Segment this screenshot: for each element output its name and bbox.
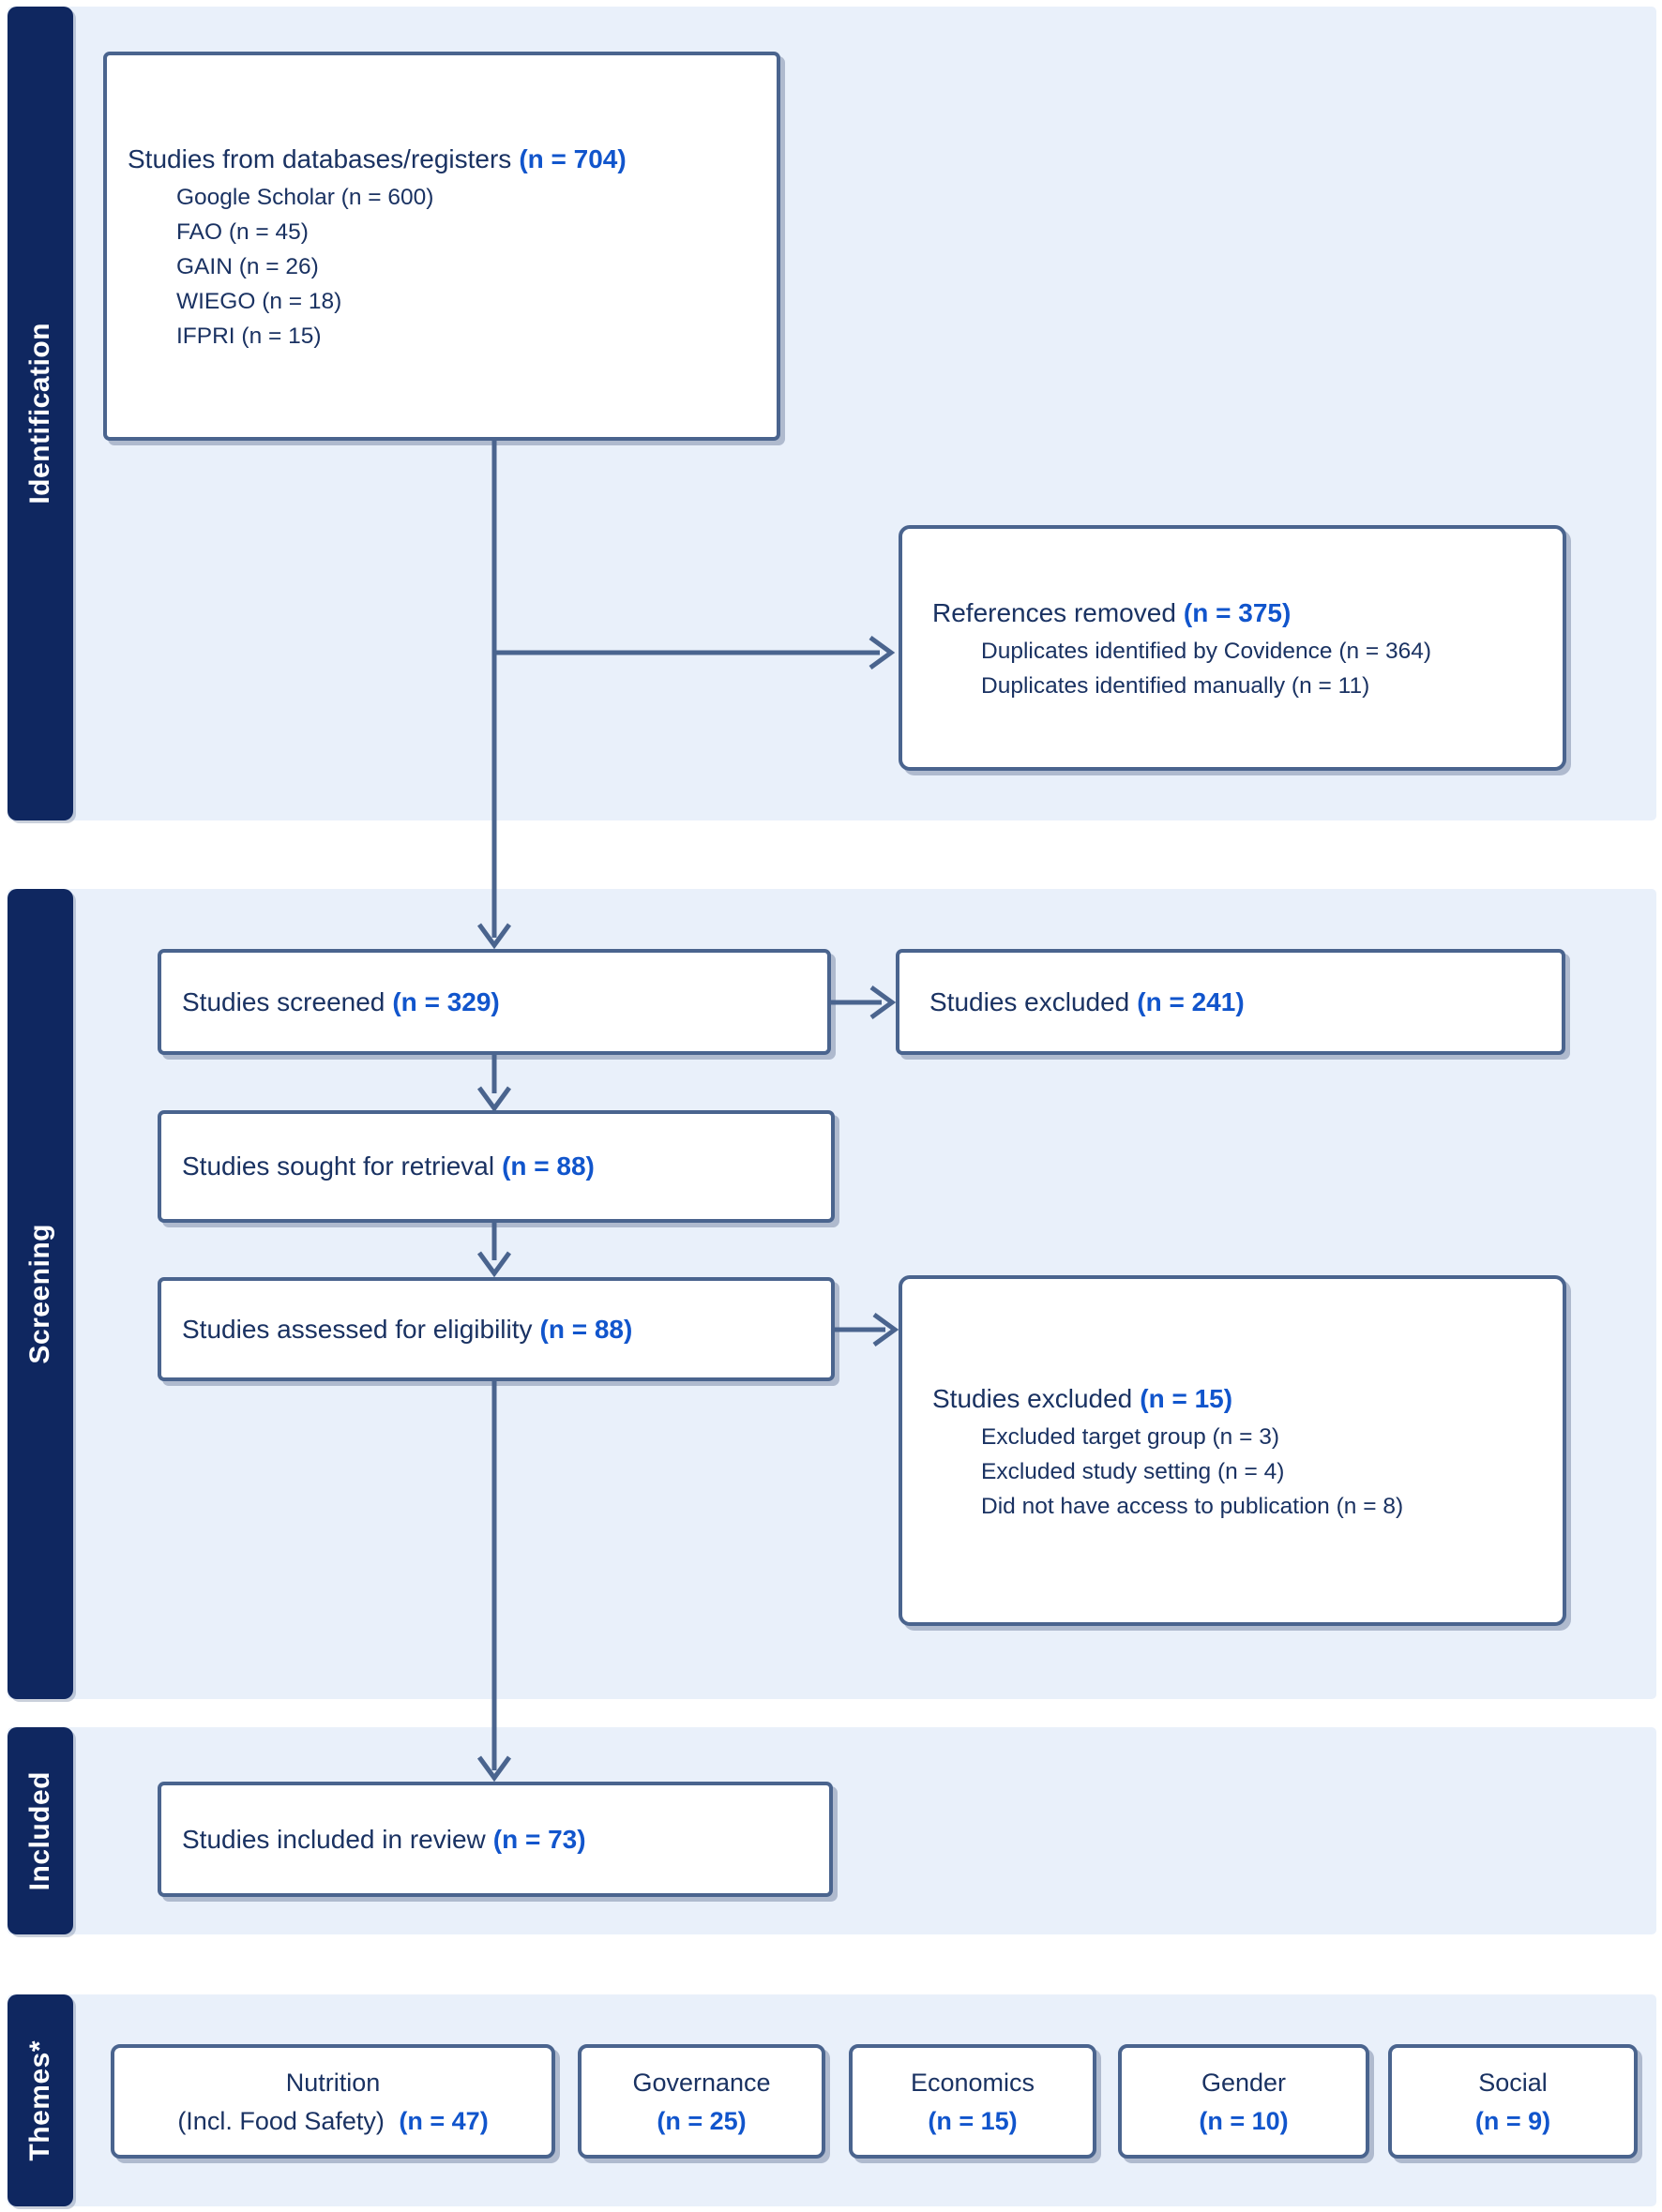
section-bar-screening: Screening [8,889,73,1699]
theme-name: Governance [632,2068,771,2097]
box-title-row: References removed(n = 375) [932,596,1553,630]
theme-count: (n = 47) [399,2106,489,2135]
section-label-themes: Themes* [24,2039,55,2161]
box-count: (n = 15) [1140,1383,1233,1413]
box-studies-excluded-eligibility: Studies excluded(n = 15) Excluded target… [899,1275,1566,1626]
box-title: Studies from databases/registers [128,144,512,173]
section-label-identification: Identification [24,323,55,504]
box-title: Studies excluded [932,1383,1133,1413]
theme-box-social: Social (n = 9) [1388,2044,1638,2159]
box-subitem: IFPRI (n = 15) [176,324,322,349]
box-subitem: Duplicates identified manually (n = 11) [981,673,1370,699]
theme-name: Social [1478,2068,1548,2097]
theme-count: (n = 10) [1199,2106,1289,2135]
theme-count-row: (n = 9) [1475,2105,1550,2137]
box-title-row: Studies excluded(n = 15) [932,1382,1553,1416]
box-references-removed: References removed(n = 375) Duplicates i… [899,525,1566,771]
box-studies-from-databases: Studies from databases/registers(n = 704… [103,52,780,441]
box-title-row: Studies included in review(n = 73) [182,1823,820,1857]
box-title-row: Studies assessed for eligibility(n = 88) [182,1313,822,1347]
box-title: Studies screened [182,986,385,1016]
theme-count-row: (n = 25) [657,2105,746,2137]
theme-name: Gender [1201,2068,1287,2097]
box-subitem: Did not have access to publication (n = … [981,1493,1404,1519]
theme-box-gender: Gender (n = 10) [1118,2044,1369,2159]
box-subitem: WIEGO (n = 18) [176,289,342,314]
box-studies-excluded-screening: Studies excluded(n = 241) [896,949,1565,1055]
theme-qualifier: (Incl. Food Safety) [177,2106,392,2135]
box-title: Studies excluded [929,986,1130,1016]
theme-box-economics: Economics (n = 15) [849,2044,1096,2159]
theme-name: Nutrition [285,2068,381,2097]
box-subitem: GAIN (n = 26) [176,254,319,279]
theme-box-nutrition: Nutrition (Incl. Food Safety) (n = 47) [111,2044,555,2159]
box-subitem: Excluded target group (n = 3) [981,1423,1280,1450]
section-bar-themes: Themes* [8,1994,73,2206]
section-label-included: Included [24,1770,55,1891]
box-title-row: Studies sought for retrieval(n = 88) [182,1150,822,1183]
theme-count: (n = 9) [1474,2106,1551,2135]
box-subitem: Duplicates identified by Covidence (n = … [981,639,1432,664]
box-studies-included-review: Studies included in review(n = 73) [158,1782,833,1897]
theme-count: (n = 15) [928,2106,1018,2135]
box-count: (n = 73) [492,1824,586,1854]
theme-count-row: (n = 10) [1199,2105,1288,2137]
box-subitem: Excluded study setting (n = 4) [981,1458,1285,1484]
box-studies-sought-retrieval: Studies sought for retrieval(n = 88) [158,1110,835,1223]
section-bar-included: Included [8,1727,73,1934]
box-title: Studies sought for retrieval [182,1151,495,1181]
section-band-themes: Themes* [8,1994,1656,2206]
theme-count-row: (Incl. Food Safety) (n = 47) [177,2105,488,2137]
box-count: (n = 375) [1183,598,1292,627]
box-studies-screened: Studies screened(n = 329) [158,949,831,1055]
box-subitem: FAO (n = 45) [176,219,309,245]
box-count: (n = 241) [1137,986,1245,1016]
section-label-screening: Screening [24,1224,55,1364]
section-bar-identification: Identification [8,7,73,820]
box-studies-assessed-eligibility: Studies assessed for eligibility(n = 88) [158,1277,835,1381]
box-count: (n = 88) [502,1151,595,1181]
box-title: References removed [932,598,1176,627]
theme-count-row: (n = 15) [928,2105,1017,2137]
box-title-row: Studies from databases/registers(n = 704… [128,143,767,176]
theme-box-governance: Governance (n = 25) [578,2044,825,2159]
box-subitem: Google Scholar (n = 600) [176,185,434,210]
theme-count: (n = 25) [657,2106,747,2135]
box-count: (n = 329) [392,986,500,1016]
box-count: (n = 88) [539,1314,633,1344]
box-title-row: Studies screened(n = 329) [182,986,818,1019]
theme-name: Economics [910,2068,1035,2097]
box-count: (n = 704) [519,144,627,173]
box-title: Studies included in review [182,1824,486,1854]
box-title-row: Studies excluded(n = 241) [929,986,1552,1019]
box-title: Studies assessed for eligibility [182,1314,533,1344]
